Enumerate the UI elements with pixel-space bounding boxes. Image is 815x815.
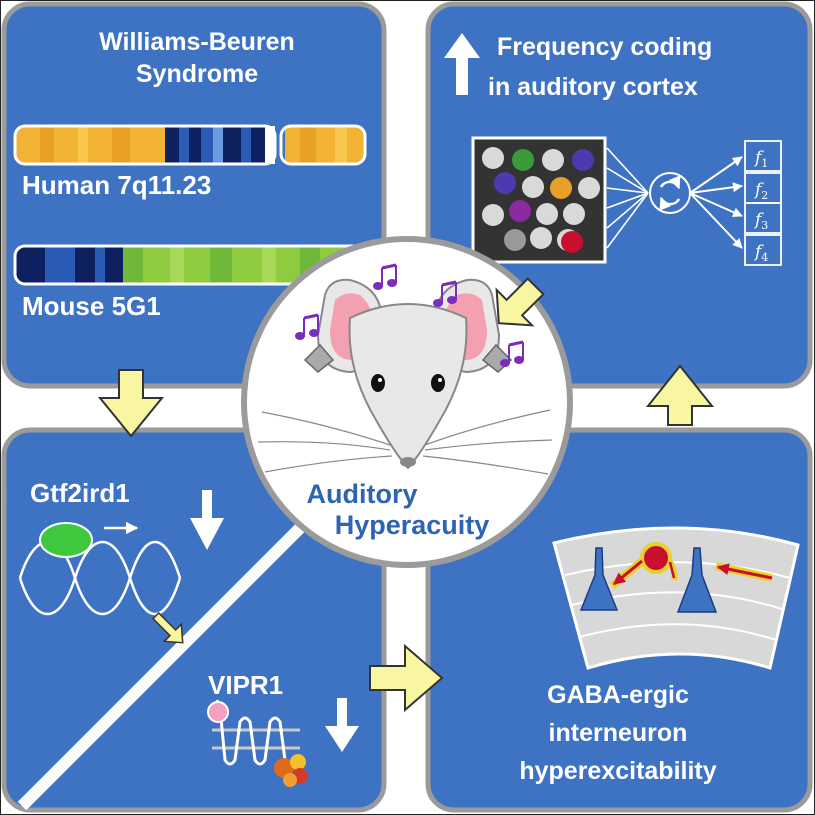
- diagonal-divider: [17, 523, 305, 811]
- transcription-factor: [39, 522, 93, 558]
- vipr1-receptor: [207, 699, 308, 787]
- gaba-line2: interneuron: [549, 719, 688, 747]
- arrow-down-left: [97, 369, 165, 438]
- down-arrow-icon: [325, 698, 359, 752]
- up-arrow-icon: [444, 33, 480, 95]
- neuron-icon: [579, 542, 773, 613]
- vipr1-label: VIPR1: [208, 670, 283, 700]
- freq-output-2: f2: [753, 180, 768, 202]
- frequency-outputs: f1 f2 f3 f4: [744, 140, 782, 266]
- freq-output-4: f4: [753, 242, 768, 264]
- freq-title-line1: Frequency coding: [497, 33, 712, 61]
- small-yellow-arrow: [151, 611, 184, 644]
- neuron-grid: [471, 136, 607, 264]
- wbs-title-line2: Syndrome: [136, 60, 258, 88]
- human-chromosome: [13, 124, 367, 166]
- mouse-head-icon: [257, 278, 553, 475]
- mouse-label: Mouse 5G1: [22, 291, 161, 321]
- arrow-into-mouse: [495, 277, 545, 327]
- down-arrow-icon: [190, 490, 224, 550]
- panel-bottom-left: [1, 427, 387, 813]
- center-title-line2: Hyperacuity: [335, 510, 490, 540]
- arrow-right-bottom: [369, 643, 444, 713]
- decoder-output-arrows: [689, 156, 743, 249]
- arrow-up-right: [645, 364, 715, 426]
- freq-output-1: f1: [753, 148, 768, 170]
- mouse-chromosome: [13, 244, 367, 286]
- freq-title-line2: in auditory cortex: [488, 73, 698, 101]
- freq-output-3: f3: [753, 210, 768, 232]
- grid-to-decoder-lines: [606, 147, 649, 249]
- music-note-icon: [295, 263, 524, 367]
- wbs-title-line1: Williams-Beuren: [99, 28, 295, 56]
- gaba-line1: GABA-ergic: [547, 681, 689, 709]
- cortex-slice: [552, 526, 800, 670]
- center-title-line1: Auditory: [307, 479, 418, 509]
- gtf2ird1-label: Gtf2ird1: [30, 478, 130, 508]
- gaba-line3: hyperexcitability: [519, 757, 716, 785]
- human-label: Human 7q11.23: [22, 170, 211, 200]
